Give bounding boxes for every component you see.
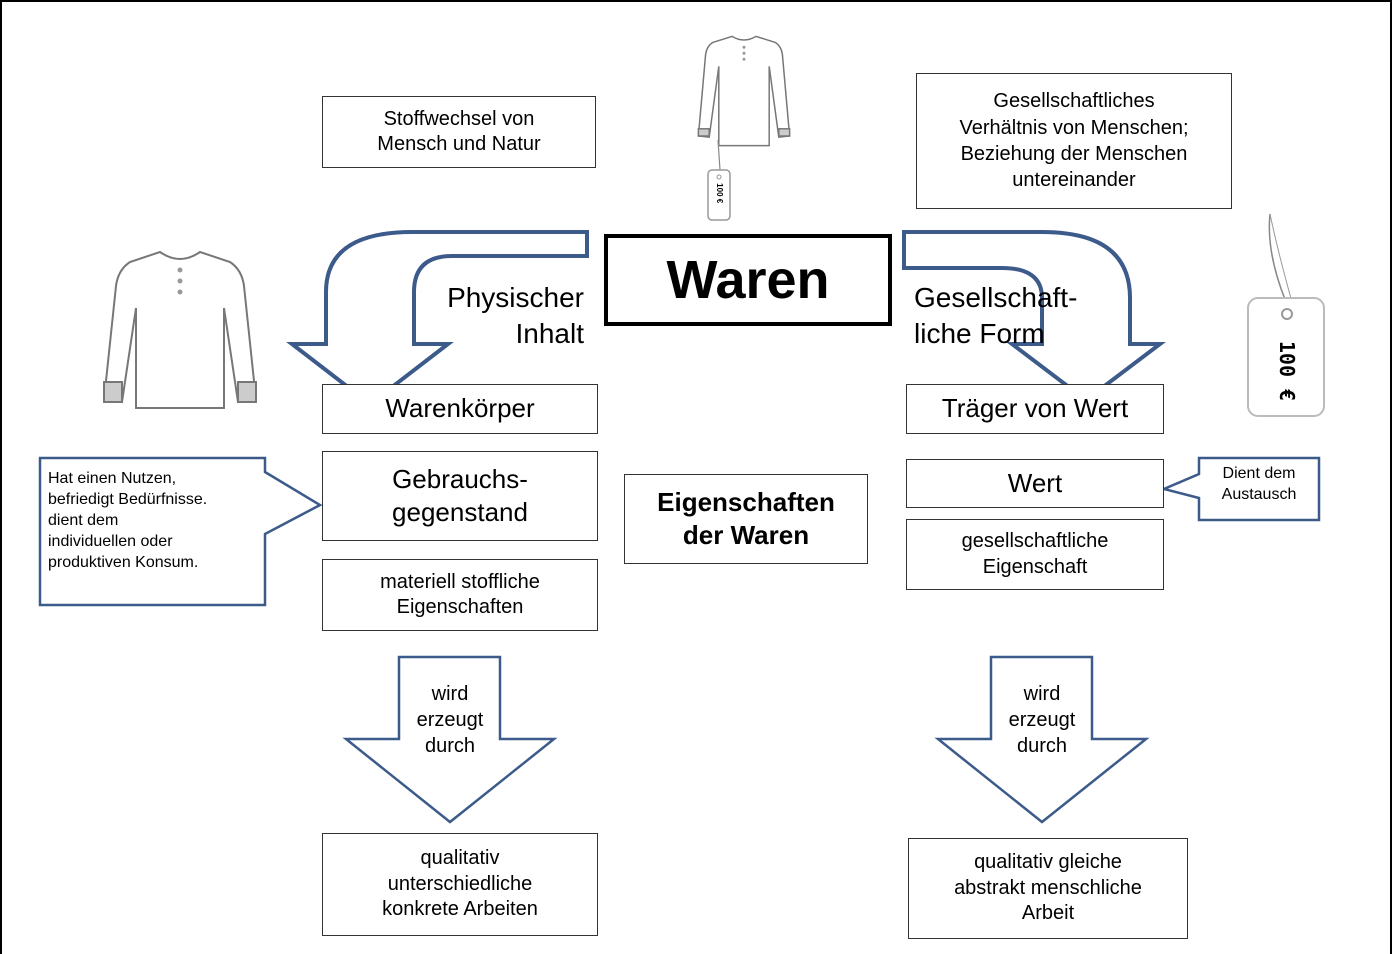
left-down-arrow-label: wird erzeugt durch [416, 683, 484, 757]
shirt-icon [102, 250, 258, 409]
left-arrow-label: Physischer Inhalt [447, 282, 584, 350]
right-curved-arrow [902, 230, 1166, 403]
price-tag-small-label: 100 € [715, 183, 725, 204]
right-box-gesellschaftliche-eigenschaft: gesellschaftliche Eigenschaft [906, 519, 1164, 590]
center-title: Waren [666, 249, 830, 310]
right-arrow-label: Gesellschaft- liche Form [914, 282, 1078, 350]
left-callout-shape [38, 456, 323, 607]
center-title-box: Waren [604, 234, 892, 326]
price-tag-icon [1247, 213, 1325, 417]
left-box-warenkoerper: Warenkörper [322, 384, 598, 434]
right-box-wert: Wert [906, 459, 1164, 508]
left-curved-arrow [286, 230, 589, 407]
right-box-traeger: Träger von Wert [906, 384, 1164, 434]
price-tag-icon [707, 139, 731, 221]
left-callout-text: Hat einen Nutzen, befriedigt Bedürfnisse… [48, 470, 208, 572]
price-tag-large-label: 100 € [1275, 340, 1299, 402]
right-down-arrow [934, 655, 1150, 824]
right-callout-text: Dient dem Austausch [1221, 465, 1297, 503]
right-result-box: qualitativ gleiche abstrakt menschliche … [908, 838, 1188, 939]
top-right-note: Gesellschaftliches Verhältnis von Mensch… [916, 73, 1232, 209]
left-box-materiell: materiell stoffliche Eigenschaften [322, 559, 598, 631]
left-down-arrow [342, 655, 558, 824]
left-result-box: qualitativ unterschiedliche konkrete Arb… [322, 833, 598, 936]
right-down-arrow-label: wird erzeugt durch [1008, 683, 1076, 757]
right-callout-shape [1160, 456, 1321, 522]
shirt-icon [697, 35, 791, 147]
top-left-note: Stoffwechsel von Mensch und Natur [322, 96, 596, 168]
left-box-gebrauchsgegenstand: Gebrauchs- gegenstand [322, 451, 598, 541]
middle-label-box: Eigenschaften der Waren [624, 474, 868, 564]
